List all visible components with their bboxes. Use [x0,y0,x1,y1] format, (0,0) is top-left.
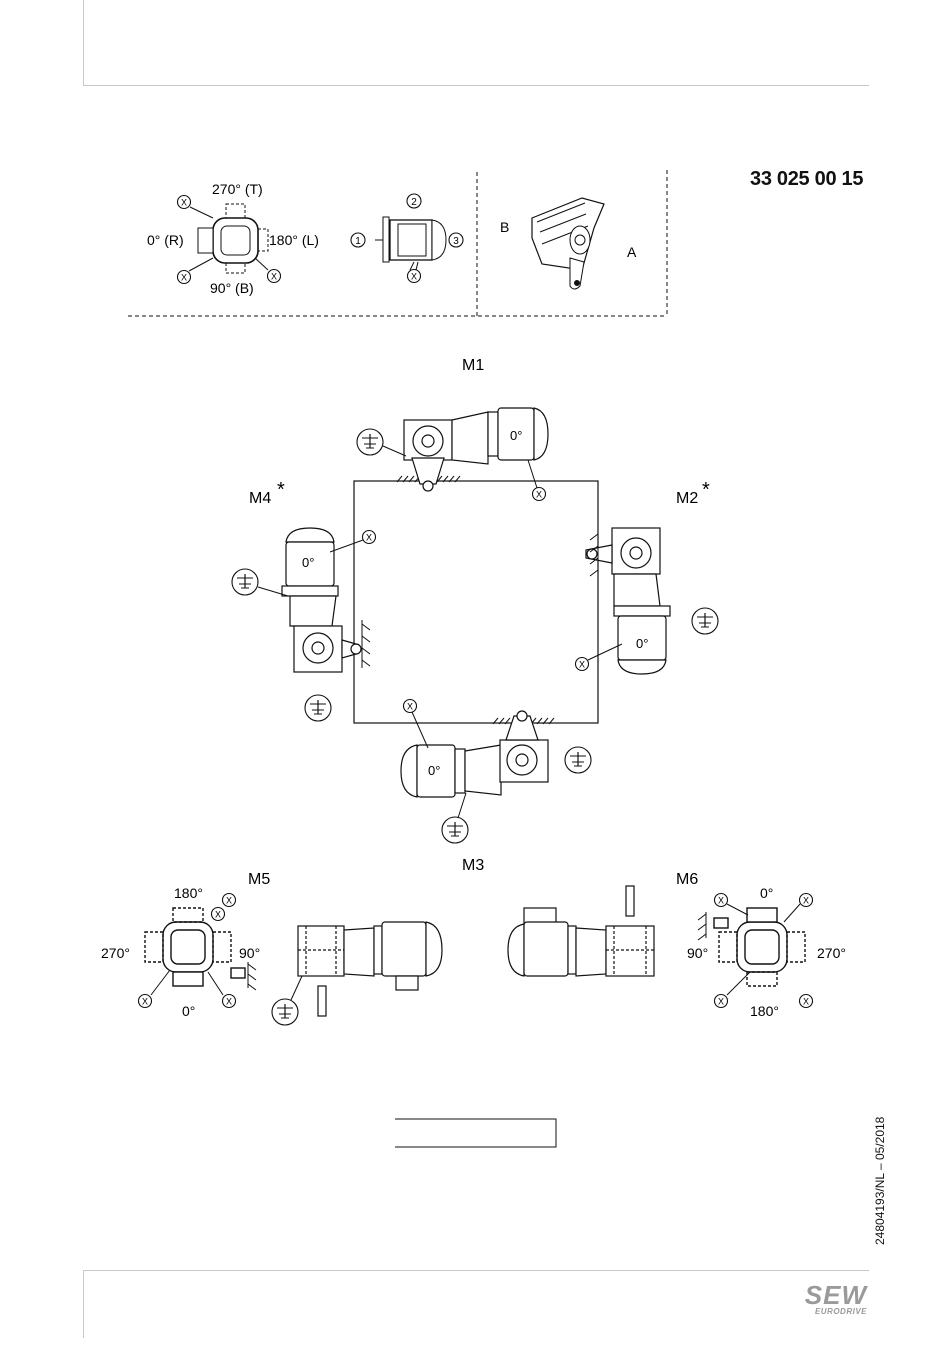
m6-label-left: 90° [687,945,708,961]
svg-text:3: 3 [453,236,459,247]
m5-label-left: 270° [101,945,130,961]
legend-number-2: 2 [407,194,421,208]
gearmotor-m4 [282,528,361,672]
m5-gearmotor-side [298,922,442,1016]
position-m2-star: * [702,479,710,501]
m6-gearmotor-side [508,886,654,976]
center-mounting-square [354,476,598,724]
position-m4-star: * [277,479,285,501]
gearmotor-m3 [401,711,548,797]
legend-label-top: 270° (T) [212,181,263,197]
position-m5-label: M5 [248,871,270,888]
m3-angle-label: 0° [428,763,440,778]
reference-box [395,1119,556,1147]
position-m4-label: M4 [249,490,271,507]
svg-text:2: 2 [411,197,417,208]
m6-terminal-symbol [714,908,805,986]
legend-label-right: 180° (L) [269,232,319,248]
m5-terminal-symbol [145,908,245,986]
m5-label-bottom: 0° [182,1003,195,1019]
legend-label-left: 0° (R) [147,232,184,248]
position-m2-label: M2 [676,490,698,507]
m2-angle-label: 0° [636,636,648,651]
m6-label-right: 270° [817,945,846,961]
legend-number-3: 3 [449,233,463,247]
position-m3-label: M3 [462,857,484,874]
gearmotor-m1 [404,408,548,491]
legend-side-a: A [627,244,637,260]
svg-text:1: 1 [355,236,361,247]
orientation-legend [128,170,667,316]
m6-label-top: 0° [760,885,773,901]
m4-angle-label: 0° [302,555,314,570]
m5-label-right: 90° [239,945,260,961]
position-m1-label: M1 [462,357,484,374]
legend-number-1: 1 [351,233,365,247]
m1-angle-label: 0° [510,428,522,443]
m5-label-top: 180° [174,885,203,901]
legend-side-b: B [500,219,509,235]
position-m6-label: M6 [676,871,698,888]
m6-label-bottom: 180° [750,1003,779,1019]
sew-eurodrive-logo: SEW EURODRIVE [795,1283,867,1316]
legend-label-bottom: 90° (B) [210,280,254,296]
